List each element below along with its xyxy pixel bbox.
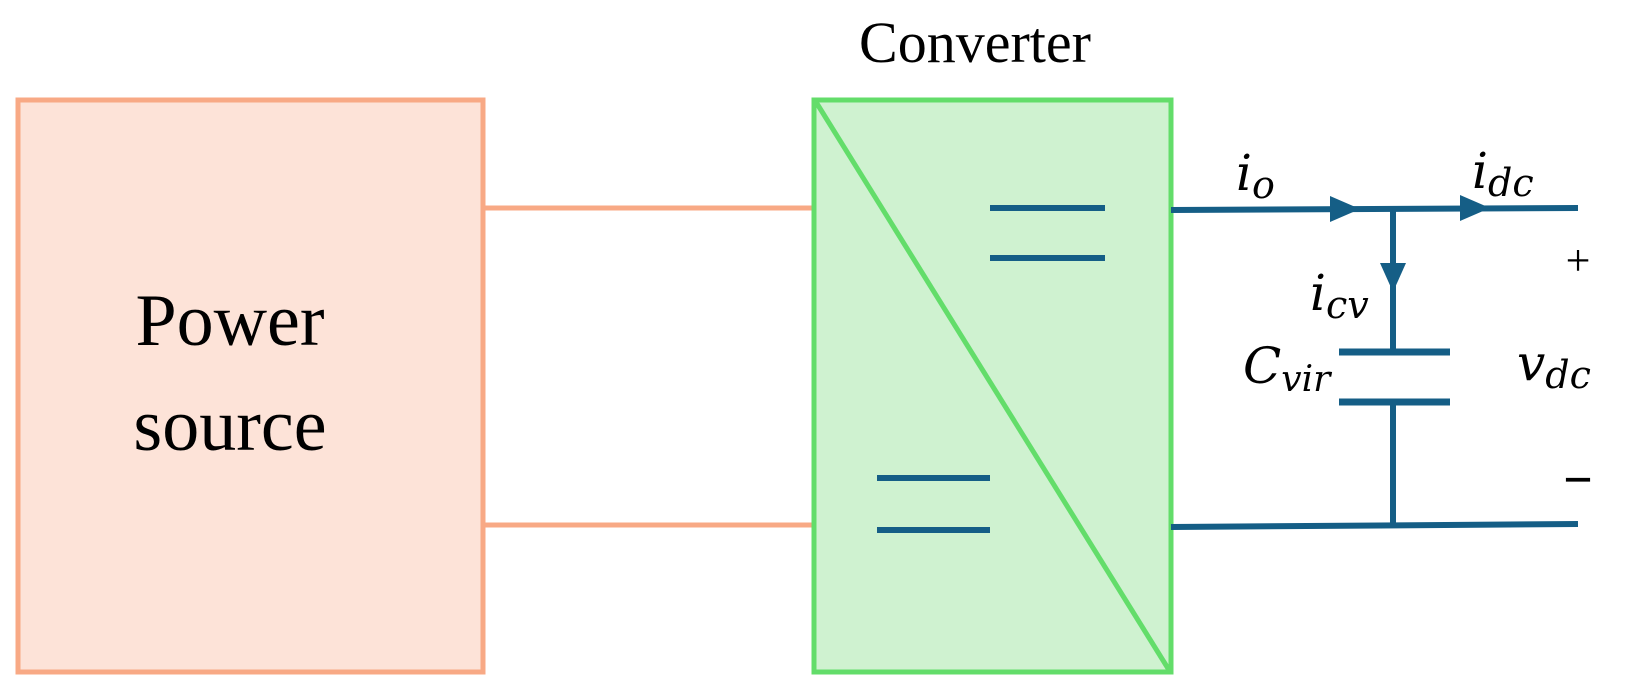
converter-title: Converter [859,10,1091,75]
cvir-label: Cvir [1243,337,1332,400]
io-label: io [1236,144,1275,207]
power-source-block: Power source [15,97,486,675]
icv-label: icv [1310,264,1369,327]
output-top-wire [1170,205,1579,213]
io-arrow [1330,196,1360,222]
icv-arrow [1380,263,1406,292]
converter-block: Converter [811,10,1174,675]
output-bottom-wire [1170,521,1579,530]
minus-sign: − [1563,452,1593,509]
vdc-label: vdc [1517,334,1591,397]
plus-sign: + [1566,236,1591,285]
power-source-label-line1: Power [135,280,324,362]
power-source-label-line2: source [133,385,326,467]
power-source-box [15,97,486,675]
idc-arrow [1460,195,1490,221]
idc-label: idc [1472,142,1534,205]
dc-output-circuit [1170,195,1579,530]
converter-diagonal [813,100,1172,672]
